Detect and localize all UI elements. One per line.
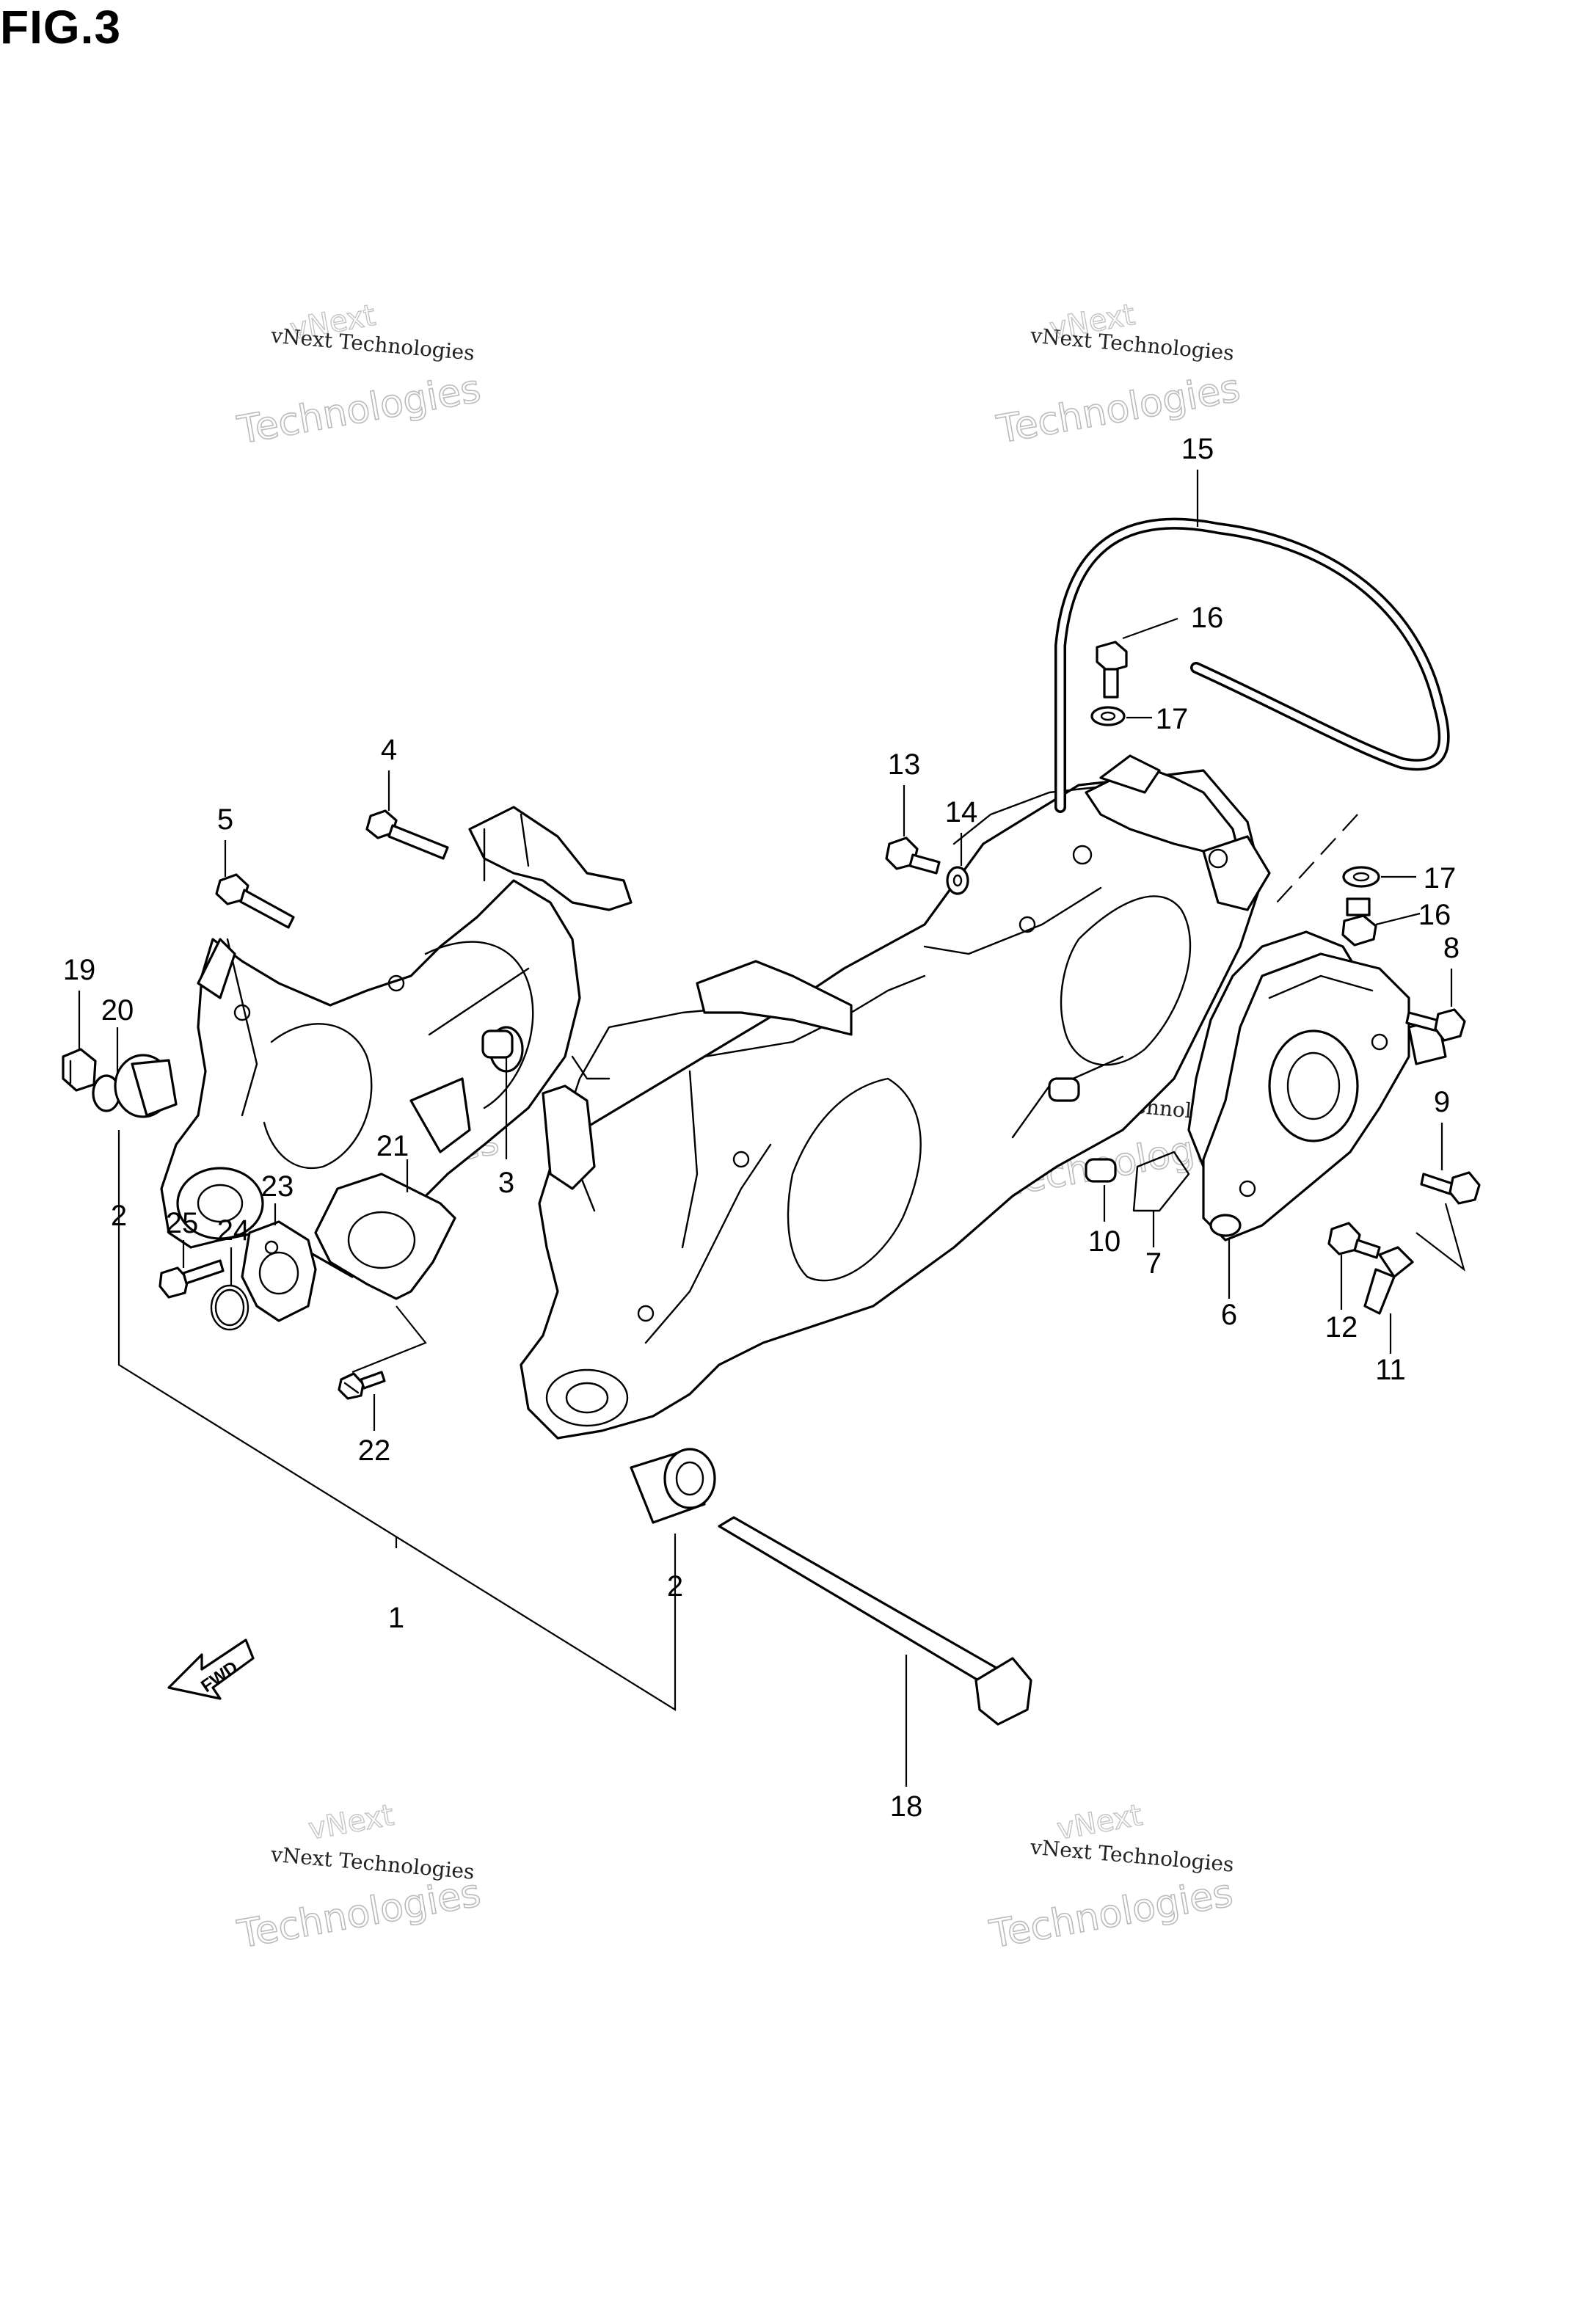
bolt-22	[338, 1371, 386, 1400]
svg-text:Technologies: Technologies	[234, 1871, 484, 1957]
side-cover-assembly	[1048, 930, 1447, 1242]
callout-5: 5	[217, 803, 233, 836]
callout-15: 15	[1181, 433, 1214, 465]
callout-16-lower: 16	[1418, 899, 1451, 931]
callout-14: 14	[945, 796, 978, 828]
leader-lines	[78, 470, 1465, 1787]
bolt-16-lower	[1341, 897, 1377, 947]
svg-text:vNext: vNext	[306, 1798, 396, 1847]
callout-21: 21	[376, 1130, 409, 1162]
callout-17-lower: 17	[1424, 862, 1457, 894]
callout-22: 22	[358, 1434, 391, 1467]
bolt-13	[885, 836, 941, 875]
callout-6: 6	[1221, 1299, 1237, 1331]
callout-7: 7	[1145, 1247, 1162, 1280]
clamp-11	[1363, 1246, 1414, 1315]
callout-20: 20	[101, 994, 134, 1027]
callout-25: 25	[166, 1207, 199, 1239]
through-bolt-18	[718, 1516, 1032, 1726]
svg-text:vNext Technologies: vNext Technologies	[1029, 1835, 1235, 1877]
watermark-bottom-left: vNext Technologies vNext Technologies	[233, 1798, 484, 1958]
callout-13: 13	[888, 748, 921, 781]
bolt-16-upper	[1096, 641, 1128, 699]
callout-11: 11	[1375, 1354, 1406, 1386]
callout-2-lower: 2	[667, 1570, 683, 1603]
washer-14	[946, 866, 969, 895]
callout-8: 8	[1443, 932, 1460, 964]
washer-17-upper	[1090, 706, 1126, 726]
hose-15	[1054, 517, 1450, 813]
callout-23: 23	[261, 1170, 294, 1203]
dowel-3	[481, 1029, 514, 1059]
fwd-arrow: FWD	[167, 1638, 255, 1700]
callout-4: 4	[381, 734, 397, 766]
callout-12: 12	[1325, 1311, 1358, 1344]
callout-24: 24	[217, 1214, 250, 1247]
washer-17-lower	[1342, 866, 1380, 888]
callout-labels: 1 2 2 3 4 5 6 7 8 9 10 11 12 13 14 15 16…	[63, 433, 1460, 1823]
svg-text:Technologies: Technologies	[986, 1871, 1236, 1957]
bolt-9	[1420, 1171, 1481, 1205]
callout-19: 19	[63, 954, 96, 986]
figure-title: FIG.3	[0, 1, 122, 54]
callout-1: 1	[388, 1602, 404, 1634]
bolt-8	[1405, 1008, 1466, 1042]
bearing-2-lower	[630, 1448, 716, 1524]
gasket-21	[314, 1173, 456, 1300]
nut-19	[62, 1048, 97, 1092]
watermark-bottom-right: vNext Technologies vNext Technologies	[985, 1798, 1236, 1958]
bolt-4	[365, 809, 449, 860]
watermark-top-right: vNext Technologies vNext Technologies	[993, 297, 1244, 453]
callout-9: 9	[1434, 1086, 1450, 1118]
callout-17-upper: 17	[1156, 703, 1189, 735]
bolt-12	[1327, 1222, 1381, 1259]
svg-text:vNext Technologies: vNext Technologies	[269, 1842, 475, 1884]
svg-text:Technologies: Technologies	[234, 367, 484, 453]
watermark-top-left: vNext Technologies vNext Technologies	[233, 298, 484, 453]
insulator-23	[241, 1220, 317, 1322]
o-ring-24	[210, 1284, 249, 1331]
callout-2-upper: 2	[111, 1200, 127, 1232]
crankcase-left-half	[160, 806, 633, 1278]
callout-3: 3	[498, 1167, 514, 1199]
collar-20	[92, 1054, 178, 1118]
callout-18: 18	[890, 1790, 923, 1823]
callout-16-upper: 16	[1191, 602, 1224, 634]
bolt-25	[158, 1259, 225, 1299]
bolt-5	[215, 873, 295, 929]
crankcase-main	[520, 754, 1271, 1440]
callout-10: 10	[1088, 1225, 1121, 1258]
